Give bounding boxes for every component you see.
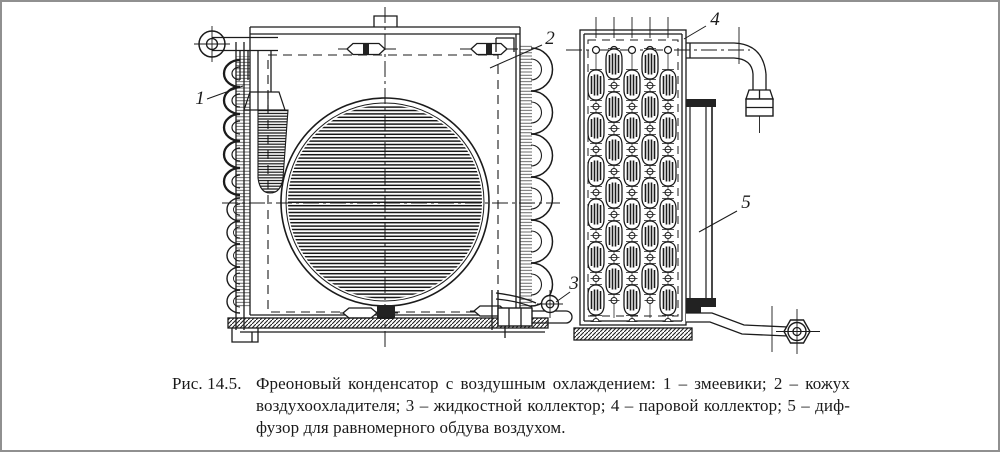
caption-line-1: Фреоновый конденсатор с воздушным охлажд… bbox=[256, 374, 850, 393]
fan-grille bbox=[280, 97, 490, 307]
callout-5: 5 bbox=[741, 192, 751, 213]
callout-leaders bbox=[206, 25, 738, 303]
leader-2 bbox=[489, 44, 543, 69]
left-serpentine-coil bbox=[222, 58, 241, 314]
base-side bbox=[573, 327, 693, 341]
leader-5 bbox=[698, 210, 738, 233]
diffuser bbox=[686, 99, 716, 313]
callout-1: 1 bbox=[195, 88, 205, 109]
caption-line-2: воздухоохладителя; 3 – жидкостной коллек… bbox=[256, 396, 850, 415]
left-coil-fins bbox=[236, 56, 250, 308]
callout-numbers: 1 2 3 4 5 bbox=[195, 9, 751, 294]
figure-caption: Рис. 14.5. Фреоновый конденсатор с возду… bbox=[172, 373, 850, 439]
top-mount-lugs bbox=[338, 37, 518, 56]
side-view bbox=[566, 17, 820, 354]
figure-caption-text: Фреоновый конденсатор с воздушным охлажд… bbox=[256, 373, 850, 439]
figure-label: Рис. 14.5. bbox=[172, 374, 242, 393]
callout-2: 2 bbox=[545, 28, 555, 49]
callout-3: 3 bbox=[568, 273, 579, 294]
leader-1 bbox=[206, 85, 244, 100]
leader-4 bbox=[683, 25, 707, 40]
coil-panel bbox=[579, 29, 687, 326]
inlet-pipe-assembly bbox=[194, 26, 289, 194]
liquid-outlet-pipe bbox=[686, 306, 820, 354]
right-coil-fins bbox=[520, 44, 532, 316]
caption-line-3: фузор для равномерного обдува воздухом. bbox=[256, 418, 566, 437]
liquid-collector bbox=[491, 290, 573, 338]
vapor-collector-pipe bbox=[686, 27, 774, 133]
front-view bbox=[194, 7, 573, 350]
right-serpentine-coil bbox=[530, 47, 554, 307]
callout-4: 4 bbox=[710, 9, 720, 30]
leader-3 bbox=[555, 291, 571, 303]
